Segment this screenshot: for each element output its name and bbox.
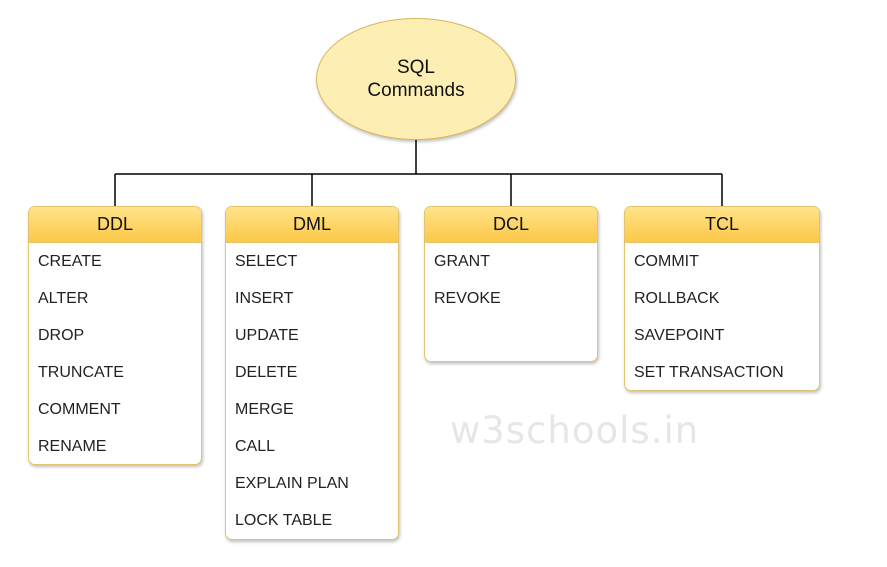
root-label-line1: SQL bbox=[396, 57, 436, 78]
category-card-dcl: DCL GRANT REVOKE bbox=[424, 206, 598, 362]
category-header-ddl: DDL bbox=[29, 207, 201, 243]
command-item: SELECT bbox=[235, 253, 298, 270]
category-header-tcl: TCL bbox=[625, 207, 819, 243]
command-item: UPDATE bbox=[235, 327, 299, 344]
category-header-dcl: DCL bbox=[425, 207, 597, 243]
command-item: CREATE bbox=[38, 253, 102, 270]
command-list-ddl: CREATE ALTER DROP TRUNCATE COMMENT RENAM… bbox=[29, 243, 201, 464]
command-item: SAVEPOINT bbox=[634, 327, 725, 344]
command-item: COMMIT bbox=[634, 253, 699, 270]
command-item: SET TRANSACTION bbox=[634, 364, 784, 381]
category-header-dml: DML bbox=[226, 207, 398, 243]
category-card-ddl: DDL CREATE ALTER DROP TRUNCATE COMMENT R… bbox=[28, 206, 202, 465]
root-label-line2: Commands bbox=[367, 80, 465, 101]
command-item: LOCK TABLE bbox=[235, 512, 333, 529]
command-item: DROP bbox=[38, 327, 85, 344]
command-item: ROLLBACK bbox=[634, 290, 720, 307]
command-item: CALL bbox=[235, 438, 276, 455]
command-item: DELETE bbox=[235, 364, 298, 381]
root-node-sql-commands: SQL Commands bbox=[316, 18, 516, 140]
command-list-dml: SELECT INSERT UPDATE DELETE MERGE CALL E… bbox=[226, 243, 398, 539]
command-item: INSERT bbox=[235, 290, 294, 307]
command-item: TRUNCATE bbox=[38, 364, 124, 381]
category-card-tcl: TCL COMMIT ROLLBACK SAVEPOINT SET TRANSA… bbox=[624, 206, 820, 391]
command-item: MERGE bbox=[235, 401, 294, 418]
category-card-dml: DML SELECT INSERT UPDATE DELETE MERGE CA… bbox=[225, 206, 399, 540]
command-item: GRANT bbox=[434, 253, 490, 270]
command-item: REVOKE bbox=[434, 290, 501, 307]
watermark-text: w3schools.in bbox=[450, 409, 700, 452]
command-list-dcl: GRANT REVOKE bbox=[425, 243, 597, 323]
command-item: ALTER bbox=[38, 290, 89, 307]
command-item: RENAME bbox=[38, 438, 107, 455]
command-item: EXPLAIN PLAN bbox=[235, 475, 349, 492]
command-item: COMMENT bbox=[38, 401, 121, 418]
command-list-tcl: COMMIT ROLLBACK SAVEPOINT SET TRANSACTIO… bbox=[625, 243, 819, 390]
